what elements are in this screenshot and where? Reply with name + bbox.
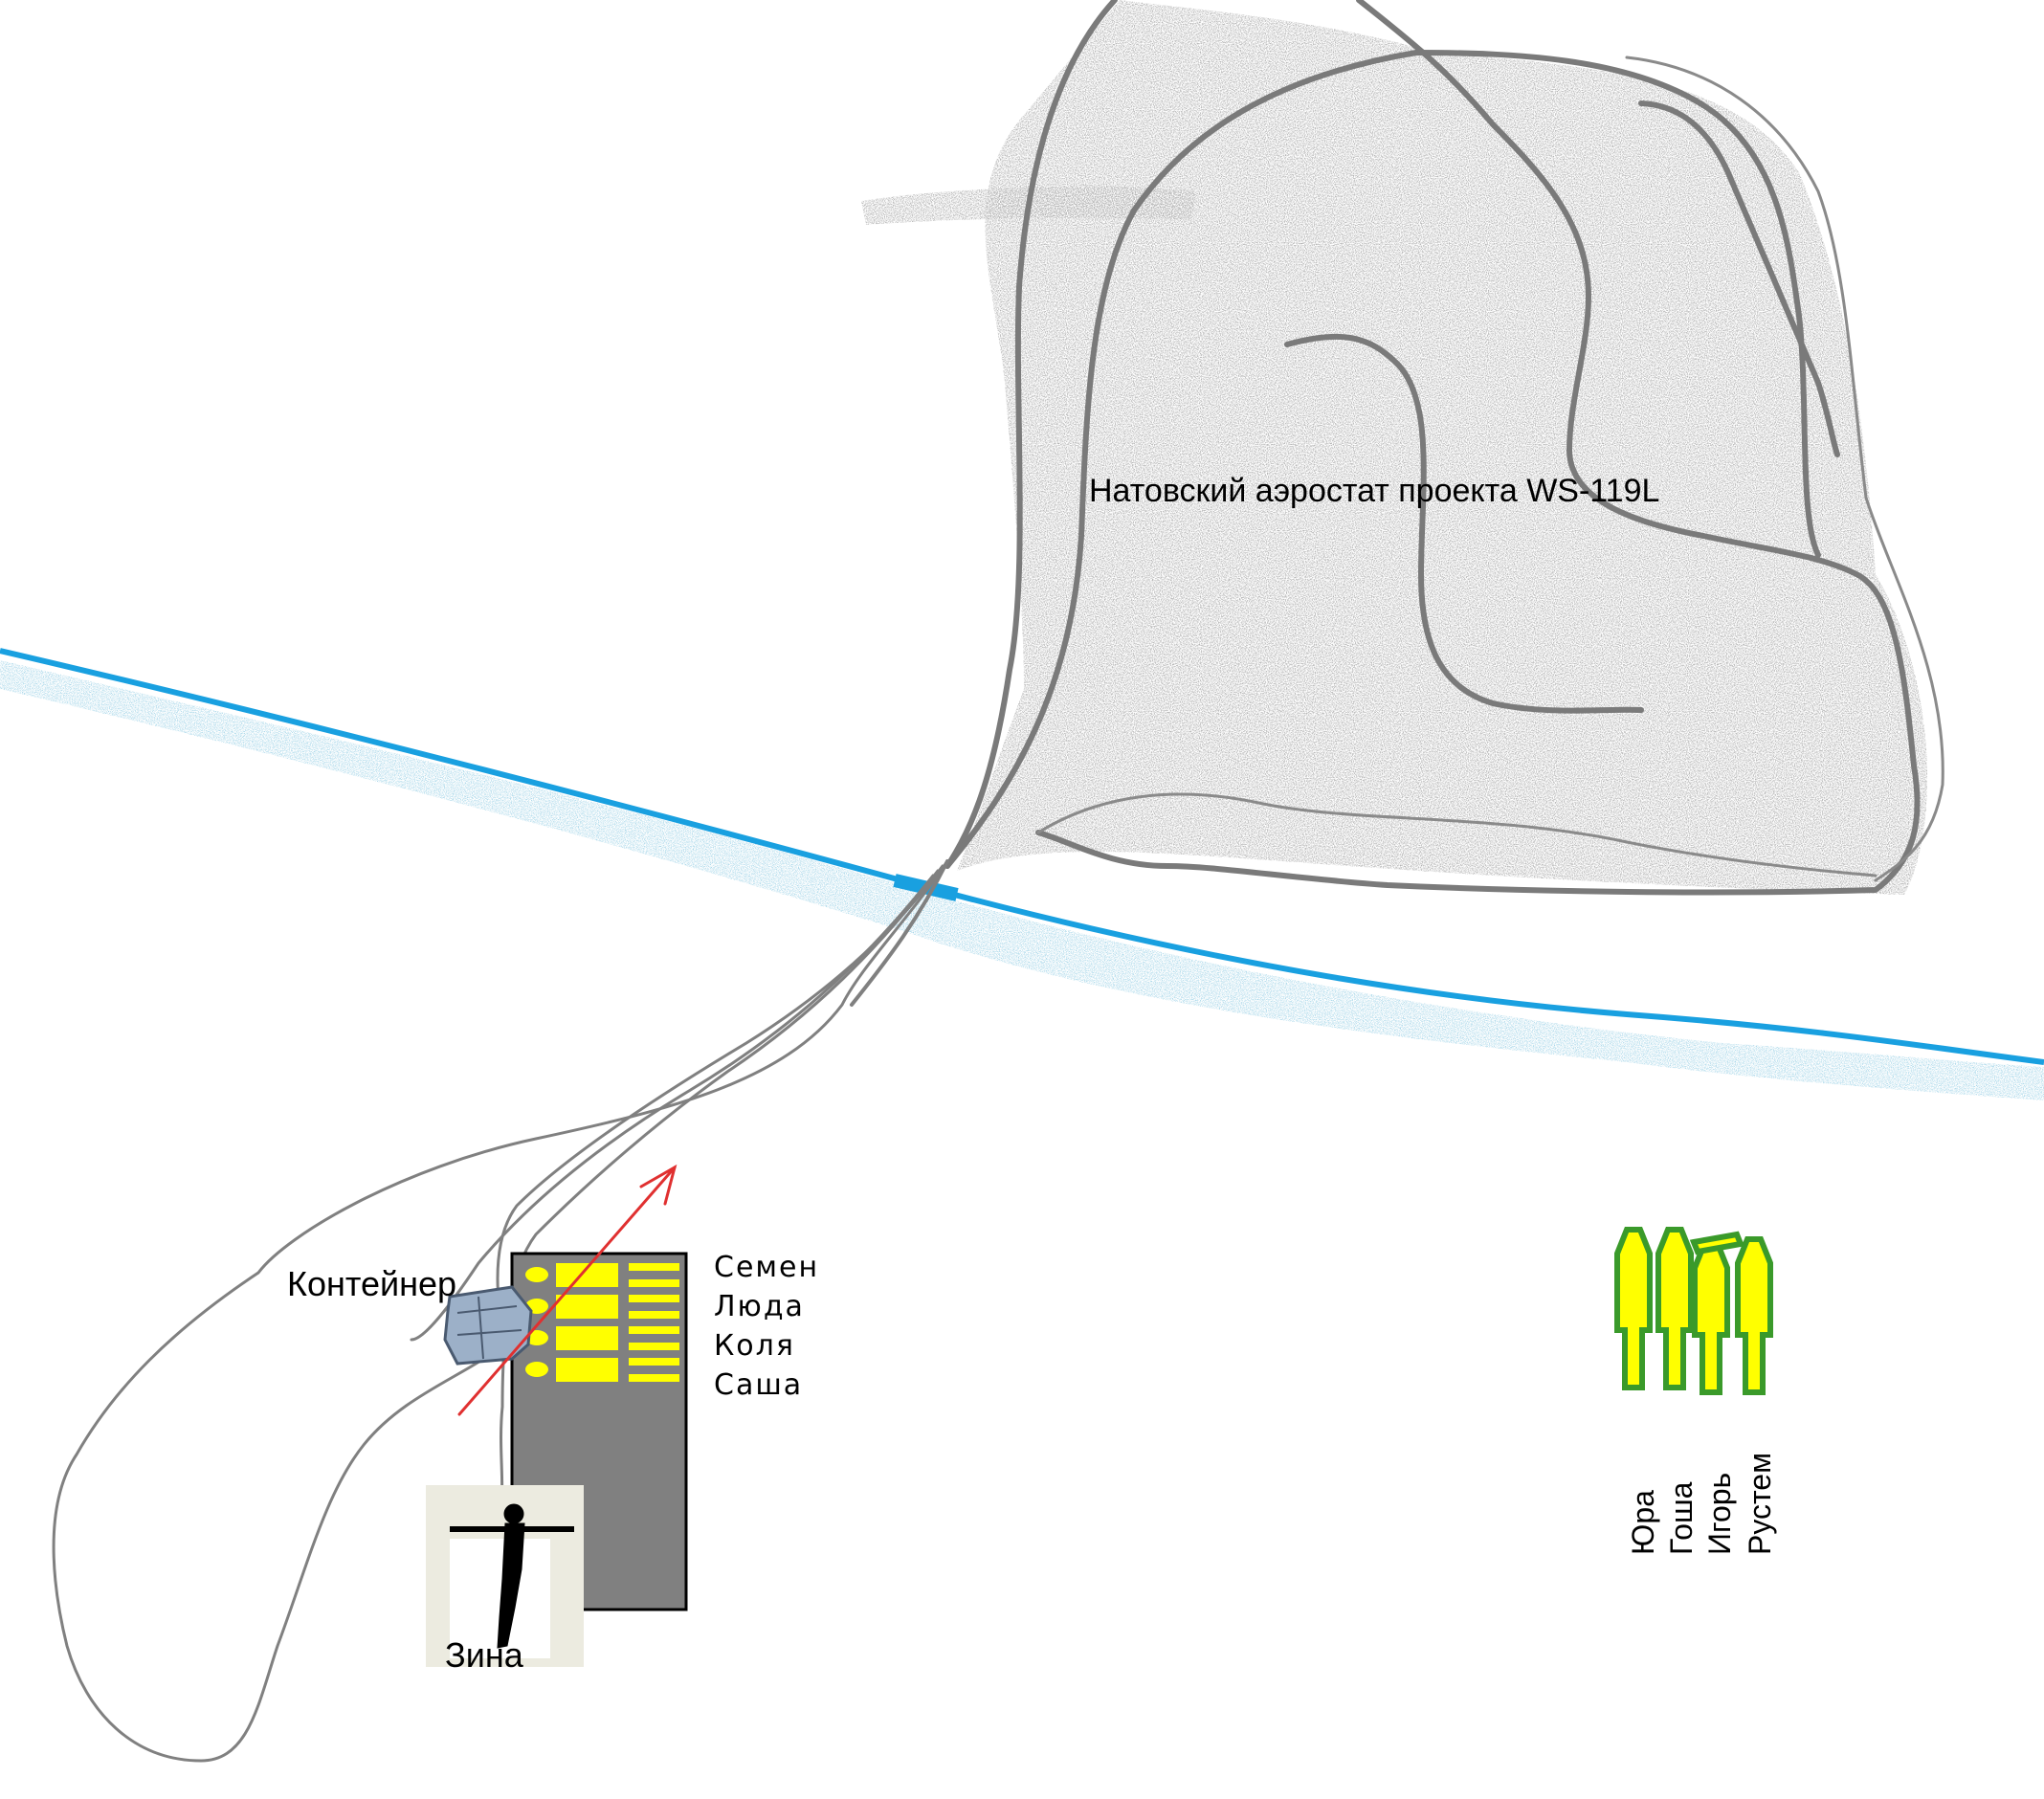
river-speckle-band	[0, 660, 2044, 1100]
name-sasha: Саша	[714, 1368, 803, 1402]
person-body	[497, 1522, 525, 1649]
figure-yura	[1614, 1227, 1653, 1390]
figure-arms	[1689, 1231, 1745, 1255]
container-box	[443, 1285, 533, 1366]
balloon-speckle-fill	[957, 0, 1927, 895]
tether-lines	[52, 859, 949, 1763]
bed-2-rail-a	[629, 1295, 679, 1302]
name-lyuda: Люда	[714, 1290, 805, 1323]
balloon-label: Натовский аэростат проекта WS-119L	[1089, 473, 1659, 509]
figure-rustem	[1735, 1236, 1773, 1395]
balloon-top-outline	[1035, 0, 1921, 896]
balloon-inner-left-outline	[944, 50, 1419, 869]
bed-2-mattress	[556, 1295, 618, 1319]
name-kolya: Коля	[714, 1329, 795, 1363]
person-label: Зина	[445, 1635, 524, 1675]
bed-4-rail-a	[629, 1358, 679, 1366]
balloon-hook-outline	[1284, 333, 1644, 714]
person: Зина	[426, 1485, 584, 1675]
bed-2-rail-b	[629, 1311, 679, 1319]
arrow	[457, 1164, 678, 1416]
bed-1-pillow	[525, 1267, 548, 1282]
bed-1-rail-a	[629, 1263, 679, 1271]
balloon-outer-outline	[944, 0, 1118, 869]
bed-4-rail-b	[629, 1374, 679, 1382]
bed-4-pillow	[525, 1362, 548, 1377]
container: Контейнер	[287, 1264, 533, 1366]
name-yura: Юра	[1626, 1490, 1660, 1555]
balloon-right-inner-stroke	[1638, 100, 1840, 457]
bed-2	[525, 1295, 679, 1319]
balloon-outline	[944, 0, 1944, 896]
river-line	[0, 648, 2044, 1065]
balloon-outer-right-trace	[1625, 56, 1944, 882]
arrow-shaft	[457, 1166, 677, 1416]
name-semen: Семен	[714, 1251, 819, 1284]
name-rustem: Рустем	[1743, 1453, 1777, 1555]
tether-line-1	[52, 859, 949, 1763]
balloon-right-outline	[1413, 50, 1821, 558]
tether-line-3	[496, 869, 940, 1523]
bed-3-rail-a	[629, 1326, 679, 1334]
right-group-names: Юра Гоша Игорь Рустем	[1626, 1453, 1777, 1555]
right-group: Юра Гоша Игорь Рустем	[1614, 1227, 1777, 1555]
figure-gosha	[1655, 1227, 1694, 1390]
bed-1-rail-b	[629, 1279, 679, 1287]
bed-3-rail-b	[629, 1343, 679, 1350]
name-gosha: Гоша	[1664, 1481, 1699, 1555]
arrow-head	[639, 1164, 678, 1206]
person-silhouette	[450, 1503, 574, 1649]
left-group-names: Семен Люда Коля Саша	[714, 1251, 819, 1402]
right-group-figures	[1614, 1227, 1773, 1395]
beds	[525, 1263, 679, 1382]
tether-line-5	[850, 859, 949, 1007]
bed-4-mattress	[556, 1358, 618, 1382]
balloon	[861, 0, 1944, 896]
bed-3-mattress	[556, 1326, 618, 1350]
container-panel-lines	[456, 1296, 522, 1360]
person-head	[503, 1503, 524, 1524]
balloon-bottom-inner	[1036, 792, 1877, 877]
figure-igor	[1692, 1241, 1730, 1395]
bed-4	[525, 1358, 679, 1382]
container-label: Контейнер	[287, 1264, 456, 1303]
name-igor: Игорь	[1702, 1473, 1737, 1555]
bed-3	[525, 1326, 679, 1350]
